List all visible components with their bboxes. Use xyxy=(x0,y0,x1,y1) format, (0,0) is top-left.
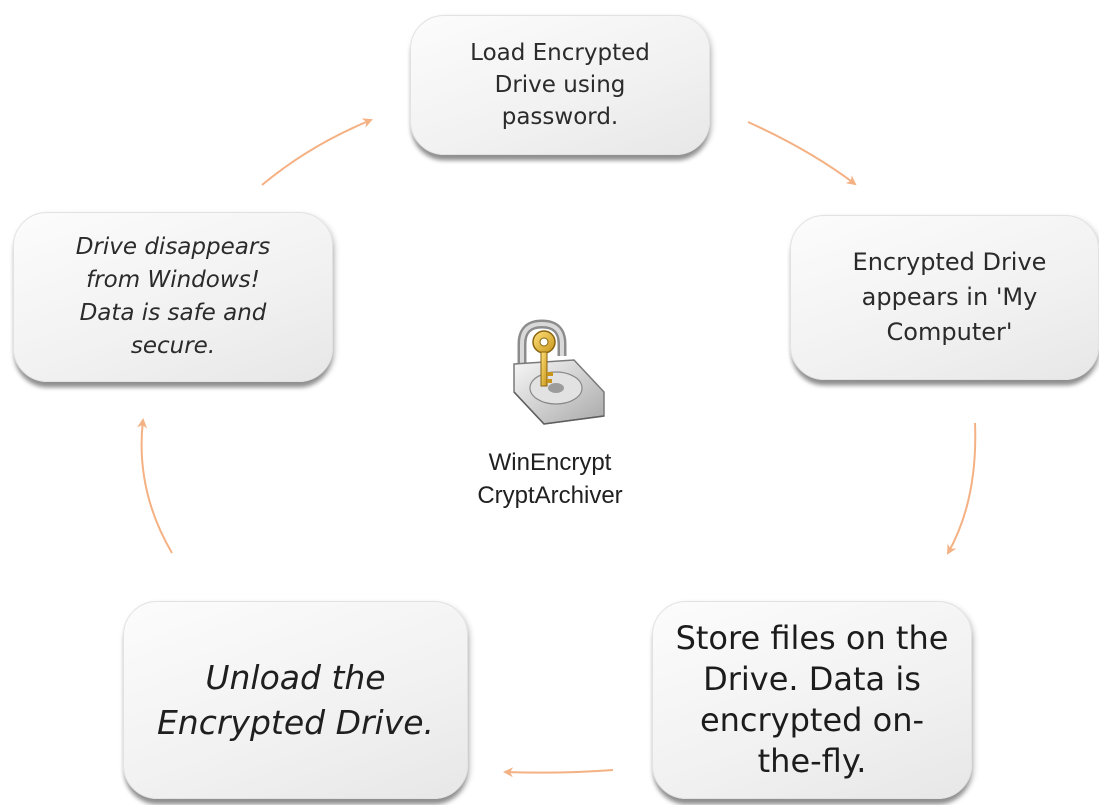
step-unload-drive-text: Unload the Encrypted Drive. xyxy=(156,658,435,742)
step-store-files-text: Store files on the Drive. Data is encryp… xyxy=(675,619,949,780)
step-drive-disappears-text: Drive disappears from Windows! Data is s… xyxy=(75,234,271,359)
step-load-drive: Load Encrypted Drive using password. xyxy=(410,15,710,155)
step-drive-appears: Encrypted Drive appears in 'My Computer' xyxy=(790,215,1099,380)
step-load-drive-text: Load Encrypted Drive using password. xyxy=(470,40,650,130)
arrow-left-up xyxy=(137,418,173,554)
step-unload-drive: Unload the Encrypted Drive. xyxy=(123,601,468,799)
app-name-label: WinEncrypt CryptArchiver xyxy=(477,449,623,509)
step-store-files: Store files on the Drive. Data is encryp… xyxy=(652,601,972,799)
arrow-left-top xyxy=(261,118,373,186)
step-drive-disappears: Drive disappears from Windows! Data is s… xyxy=(13,212,333,382)
arrow-top-right xyxy=(747,121,857,186)
step-drive-appears-text: Encrypted Drive appears in 'My Computer' xyxy=(852,248,1047,346)
arrow-bottom-left xyxy=(503,767,614,778)
padlock-key-drive-icon xyxy=(513,319,605,425)
arrow-right-down xyxy=(947,422,977,555)
